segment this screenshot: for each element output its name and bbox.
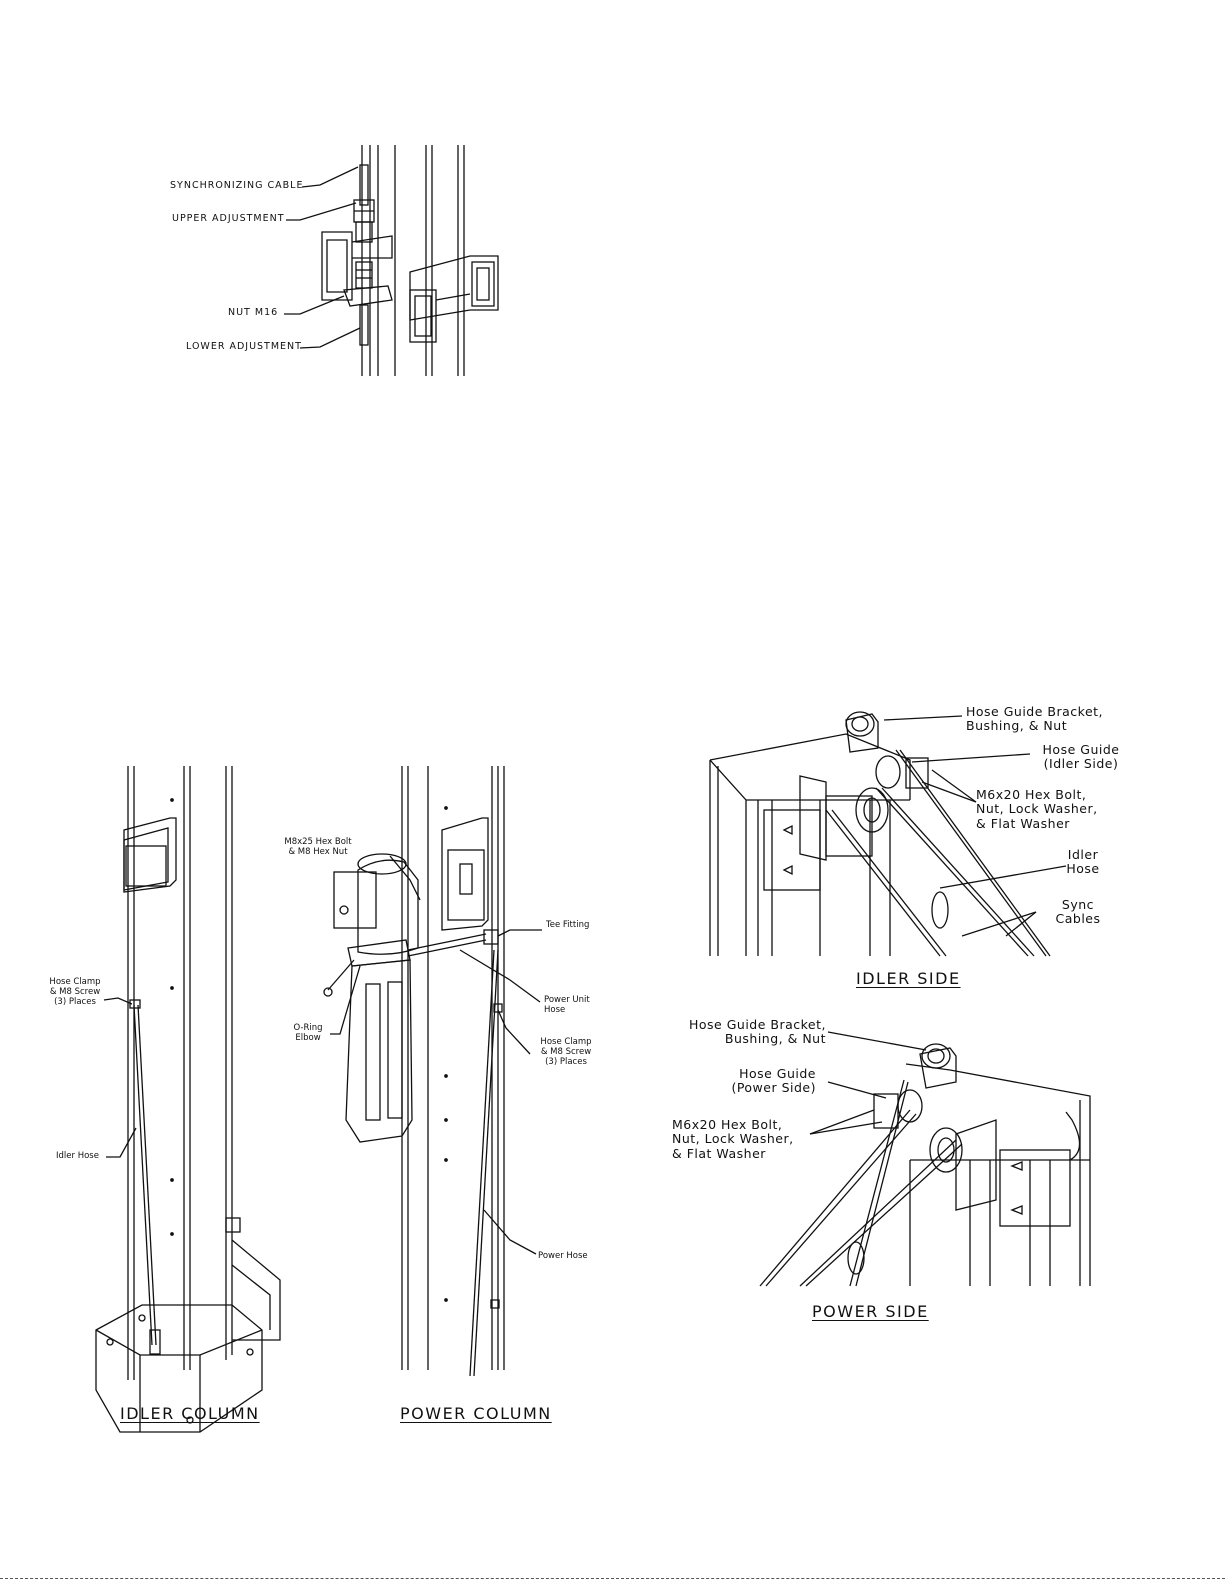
label-o-ring-elbow: O-Ring Elbow xyxy=(293,1023,323,1043)
caption-idler-column: IDLER COLUMN xyxy=(120,1404,260,1423)
label-sync-cables: Sync Cables xyxy=(1055,897,1101,927)
power-side-figure: Hose Guide Bracket, Bushing, & Nut Hose … xyxy=(660,1010,1120,1290)
power-side-drawing xyxy=(759,1031,1091,1287)
label-power-hose-clamp: Hose Clamp & M8 Screw (3) Places xyxy=(540,1037,592,1067)
page-bottom-border xyxy=(0,1578,1225,1579)
label-synchronizing-cable: SYNCHRONIZING CABLE xyxy=(170,180,304,191)
idler-column-figure: Hose Clamp & M8 Screw (3) Places Idler H… xyxy=(0,740,300,1440)
label-lower-adjustment: LOWER ADJUSTMENT xyxy=(186,341,302,352)
power-column-figure: M8x25 Hex Bolt & M8 Hex Nut Tee Fitting … xyxy=(270,740,610,1440)
idler-side-drawing xyxy=(709,711,1067,957)
power-column-drawing xyxy=(323,766,542,1377)
label-idler-hose-clamp: Hose Clamp & M8 Screw (3) Places xyxy=(49,977,101,1007)
caption-idler-side: IDLER SIDE xyxy=(856,969,961,988)
sync-cable-drawing xyxy=(284,145,499,376)
label-power-hose: Power Hose xyxy=(538,1251,588,1261)
label-hose-guide-idler: Hose Guide (Idler Side) xyxy=(1042,742,1120,772)
sync-cable-adjustment-figure: SYNCHRONIZING CABLE UPPER ADJUSTMENT NUT… xyxy=(0,0,1225,400)
label-power-m6x20-hex-bolt: M6x20 Hex Bolt, Nut, Lock Washer, & Flat… xyxy=(672,1117,794,1161)
label-idler-hose-guide-bracket: Hose Guide Bracket, Bushing, & Nut xyxy=(966,704,1104,734)
idler-side-figure: Hose Guide Bracket, Bushing, & Nut Hose … xyxy=(700,700,1140,960)
caption-power-column: POWER COLUMN xyxy=(400,1404,552,1423)
label-tee-fitting: Tee Fitting xyxy=(546,920,590,930)
label-power-unit-hose: Power Unit Hose xyxy=(544,995,590,1015)
idler-column-drawing xyxy=(95,766,281,1433)
label-idler-m6x20-hex-bolt: M6x20 Hex Bolt, Nut, Lock Washer, & Flat… xyxy=(976,787,1098,831)
label-idler-hose: Idler Hose xyxy=(56,1151,99,1161)
label-upper-adjustment: UPPER ADJUSTMENT xyxy=(172,213,285,224)
label-power-hose-guide-bracket: Hose Guide Bracket, Bushing, & Nut xyxy=(688,1017,826,1047)
label-m8x25-hex-bolt: M8x25 Hex Bolt & M8 Hex Nut xyxy=(284,837,352,857)
label-hose-guide-power: Hose Guide (Power Side) xyxy=(731,1066,816,1096)
label-nut-m16: NUT M16 xyxy=(228,307,279,318)
label-idler-hose-callout: Idler Hose xyxy=(1066,847,1100,877)
caption-power-side: POWER SIDE xyxy=(812,1302,929,1321)
